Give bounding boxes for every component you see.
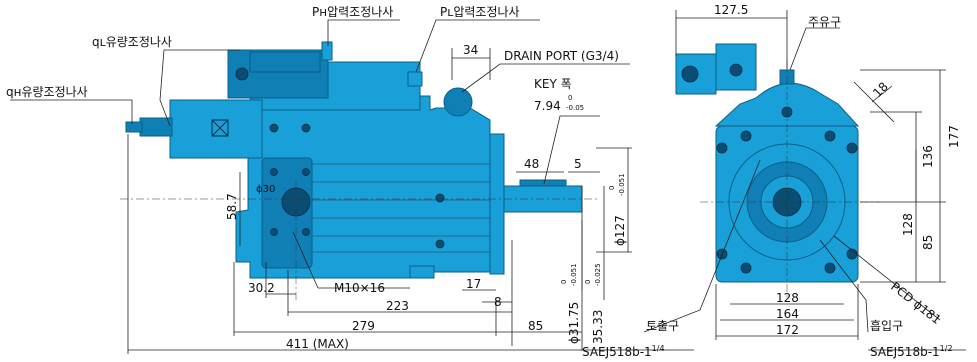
drain-port [443,87,473,117]
svg-text:128: 128 [901,213,915,236]
svg-text:-0.051: -0.051 [618,173,626,196]
ph-adjust-label: Pʜ압력조정나사 [312,5,393,19]
svg-text:177: 177 [947,125,961,148]
svg-text:0: 0 [560,280,568,284]
pl-adjust-knob [407,71,423,87]
svg-text:ϕ31.75: ϕ31.75 [567,302,581,344]
svg-text:128: 128 [776,291,799,305]
labels: Pʜ압력조정나사 Pʟ압력조정나사 qʟ유량조정나사 qʜ유량조정나사 DRAI… [6,3,961,359]
svg-text:136: 136 [921,145,935,168]
svg-text:17: 17 [466,277,481,291]
flow-cross-box [211,119,229,137]
discharge-label: 토출구 [646,319,679,333]
foot [409,265,435,279]
svg-text:34: 34 [463,43,478,57]
ph-adjust-knob [321,41,333,61]
bolt-label: M10×16 [334,281,385,295]
ql-adjust-label: qʟ유량조정나사 [92,35,172,49]
fill-port-label: 주유구 [808,15,841,29]
key-dim-label: 7.94 [534,99,561,113]
svg-text:58.7: 58.7 [225,193,239,220]
svg-text:30.2: 30.2 [248,281,275,295]
svg-text:35.33: 35.33 [591,310,605,344]
front-view [580,10,966,351]
svg-text:85: 85 [921,235,935,250]
svg-text:411 (MAX): 411 (MAX) [286,337,349,351]
svg-text:18: 18 [870,79,891,100]
svg-text:5: 5 [574,157,582,171]
svg-text:164: 164 [776,307,799,321]
shaft-key [519,179,567,187]
saej-right: SAEJ518b-11/2 [870,344,953,359]
suction-label: 흡입구 [870,319,903,333]
svg-text:0: 0 [568,94,572,102]
key-width-label: KEY 폭 [534,77,572,91]
svg-text:0: 0 [608,186,616,190]
mount-flange [489,133,505,275]
valve-top [249,51,321,73]
drain-port-label: DRAIN PORT (G3/4) [504,49,619,63]
ql-adjust-stem [139,117,173,137]
svg-text:48: 48 [524,157,539,171]
svg-text:223: 223 [386,299,409,313]
qh-adjust-stem [125,121,143,133]
svg-text:-0.05: -0.05 [566,104,584,112]
side-view [10,19,632,354]
svg-text:127.5: 127.5 [714,3,748,17]
svg-text:ϕ127: ϕ127 [613,215,627,246]
svg-text:-0.025: -0.025 [594,263,602,286]
svg-text:0: 0 [584,280,592,284]
svg-text:85: 85 [528,319,543,333]
svg-text:172: 172 [776,323,799,337]
flow-block [169,99,263,159]
qh-adjust-label: qʜ유량조정나사 [6,85,88,99]
svg-text:279: 279 [352,319,375,333]
valve-port [235,67,249,81]
svg-text:8: 8 [494,295,502,309]
svg-text:-0.051: -0.051 [570,263,578,286]
saej-left: SAEJ518b-11/4 [582,344,665,359]
pl-adjust-label: Pʟ압력조정나사 [440,5,520,19]
bore-label: ϕ30 [256,184,275,195]
